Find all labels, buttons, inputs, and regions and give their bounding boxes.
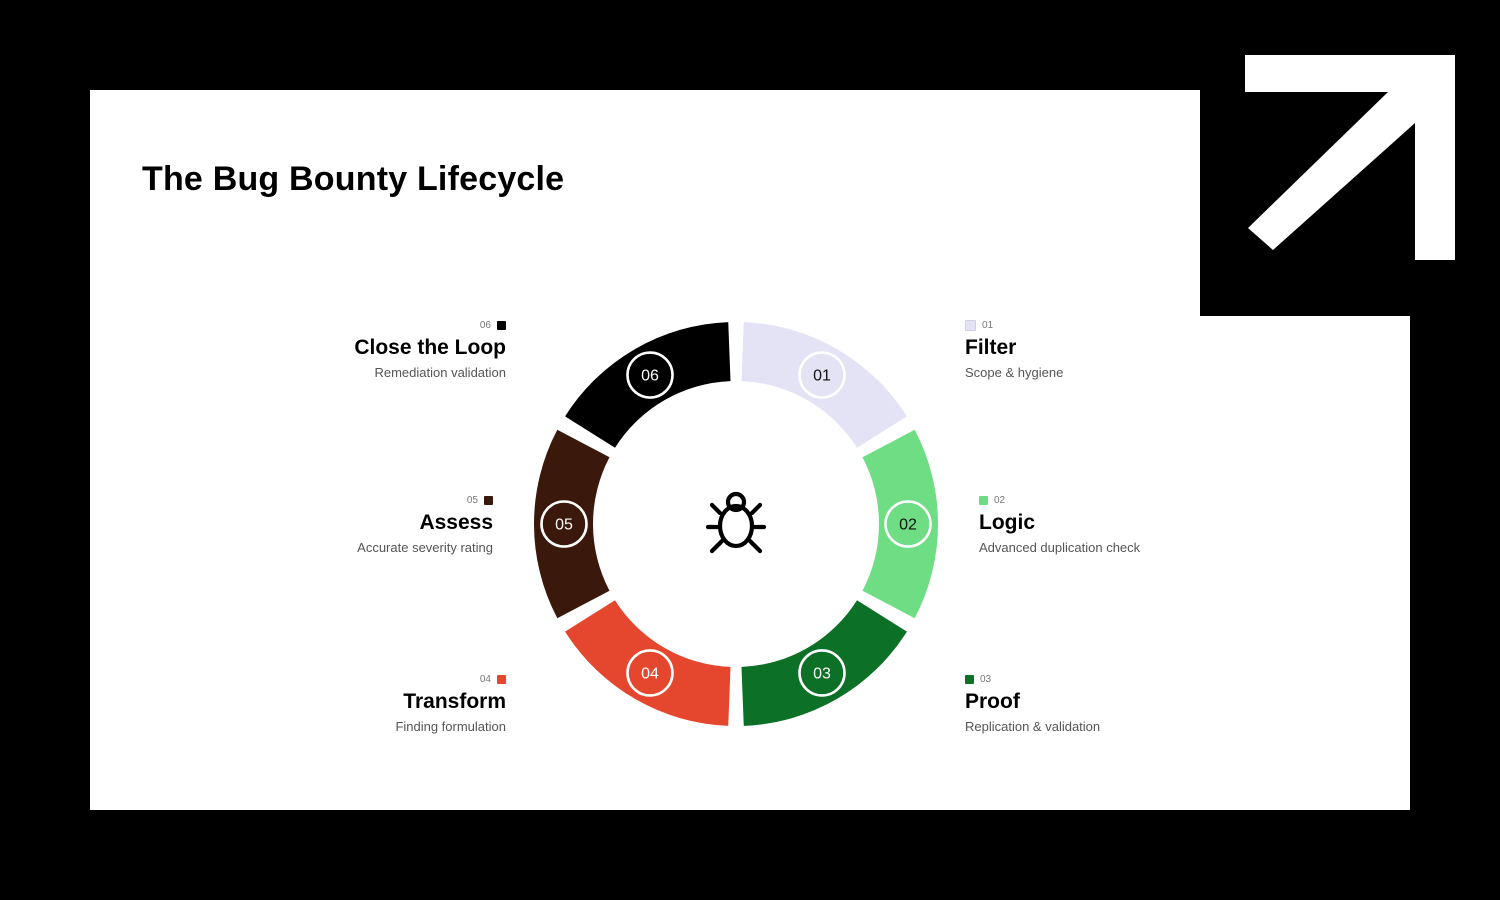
step-color-swatch [497, 320, 506, 330]
step-description: Finding formulation [395, 719, 506, 734]
step-transform: 04 Transform Finding formulation [246, 673, 506, 735]
step-color-swatch [497, 674, 506, 684]
step-number: 03 [980, 673, 992, 685]
step-badge-label-04: 04 [641, 665, 659, 682]
step-badge-label-06: 06 [641, 368, 659, 385]
step-description: Accurate severity rating [357, 540, 493, 555]
step-number: 02 [994, 494, 1006, 506]
step-description: Remediation validation [374, 365, 506, 380]
step-name: Transform [403, 690, 506, 713]
arrow-up-right-icon [1245, 55, 1455, 260]
step-name: Filter [965, 336, 1017, 359]
step-badge-04 [626, 649, 674, 697]
step-badge-06 [626, 351, 674, 399]
step-description: Replication & validation [965, 719, 1101, 734]
step-badge-label-05: 05 [555, 517, 573, 534]
ring-segment-01 [741, 322, 907, 448]
step-filter: 01 Filter Scope & hygiene [965, 319, 1225, 381]
step-badge-01 [798, 351, 846, 399]
step-badge-label-01: 01 [813, 368, 831, 385]
step-close-the-loop: 06 Close the Loop Remediation validation [246, 319, 506, 381]
step-name: Assess [419, 511, 493, 534]
step-badge-03 [798, 649, 846, 697]
step-description: Scope & hygiene [965, 365, 1064, 380]
step-color-swatch [965, 319, 976, 331]
ring-segment-04 [565, 600, 731, 726]
step-description: Advanced duplication check [979, 540, 1141, 555]
step-color-swatch [979, 495, 988, 505]
step-assess: 05 Assess Accurate severity rating [233, 494, 493, 556]
step-badge-02 [884, 500, 932, 548]
step-logic: 02 Logic Advanced duplication check [979, 494, 1239, 556]
ring-segment-05 [534, 429, 610, 619]
bug-icon [705, 491, 767, 554]
step-number: 06 [479, 319, 491, 331]
step-name: Proof [965, 690, 1020, 713]
page-title: The Bug Bounty Lifecycle [142, 160, 565, 198]
step-badge-05 [540, 500, 588, 548]
step-name: Logic [979, 511, 1035, 534]
step-number: 04 [479, 673, 491, 685]
step-badge-label-02: 02 [899, 517, 917, 534]
step-number: 05 [466, 494, 478, 506]
ring-segment-03 [741, 600, 907, 726]
step-proof: 03 Proof Replication & validation [965, 673, 1225, 735]
step-badge-label-03: 03 [813, 665, 831, 682]
ring-segment-02 [862, 429, 938, 619]
step-color-swatch [965, 674, 974, 684]
step-number: 01 [982, 319, 994, 331]
ring-segment-06 [565, 322, 731, 448]
step-name: Close the Loop [354, 336, 506, 359]
step-color-swatch [484, 495, 493, 505]
